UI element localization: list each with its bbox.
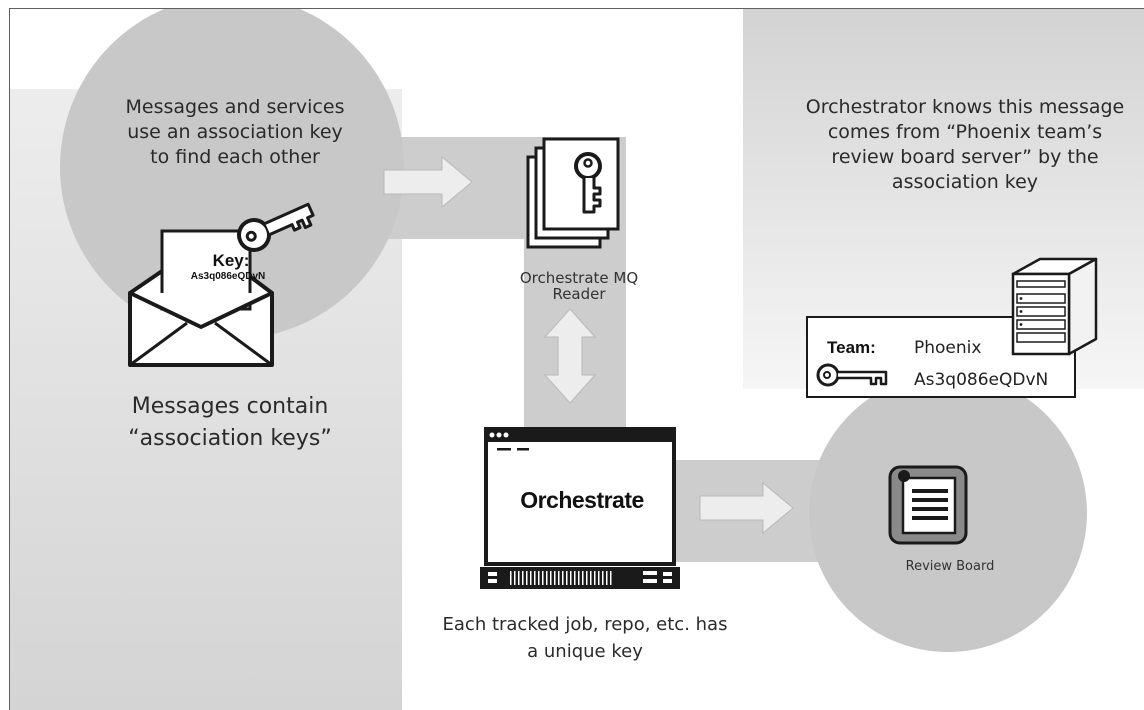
team-key-value: As3q086eQDvN [914, 370, 1049, 390]
server-icon [1011, 257, 1098, 356]
team-name: Phoenix [914, 338, 982, 358]
arrow-right-bottom [699, 481, 794, 535]
left-circle [60, 9, 404, 339]
orchestrate-caption: Each tracked job, repo, etc. has a uniqu… [442, 614, 728, 662]
diagram-frame: Messages and services use an association… [9, 8, 1144, 710]
left-circle-text: Messages and services use an association… [125, 96, 345, 168]
envelope-key-label: Key: [212, 251, 250, 270]
arrow-right-top [383, 155, 473, 209]
review-board-icon [888, 465, 968, 545]
left-caption: Messages contain “association keys” [128, 394, 332, 451]
rack-server-icon [480, 567, 680, 589]
arrow-double-vertical [543, 308, 597, 404]
review-board-label: Review Board [905, 559, 995, 574]
envelope-key-icon [237, 202, 315, 252]
team-label: Team: [827, 338, 876, 357]
key-icon [816, 363, 888, 387]
key-document-stack-icon [526, 137, 620, 249]
envelope-icon [128, 229, 274, 367]
diagram-canvas [10, 9, 1144, 710]
orchestrate-title: Orchestrate [520, 487, 644, 513]
envelope-key-value: As3q086eQDvN [190, 271, 266, 282]
app-window-icon [484, 427, 676, 566]
right-caption: Orchestrator knows this message comes fr… [805, 96, 1125, 193]
mq-reader-label: Orchestrate MQ Reader [519, 269, 639, 303]
